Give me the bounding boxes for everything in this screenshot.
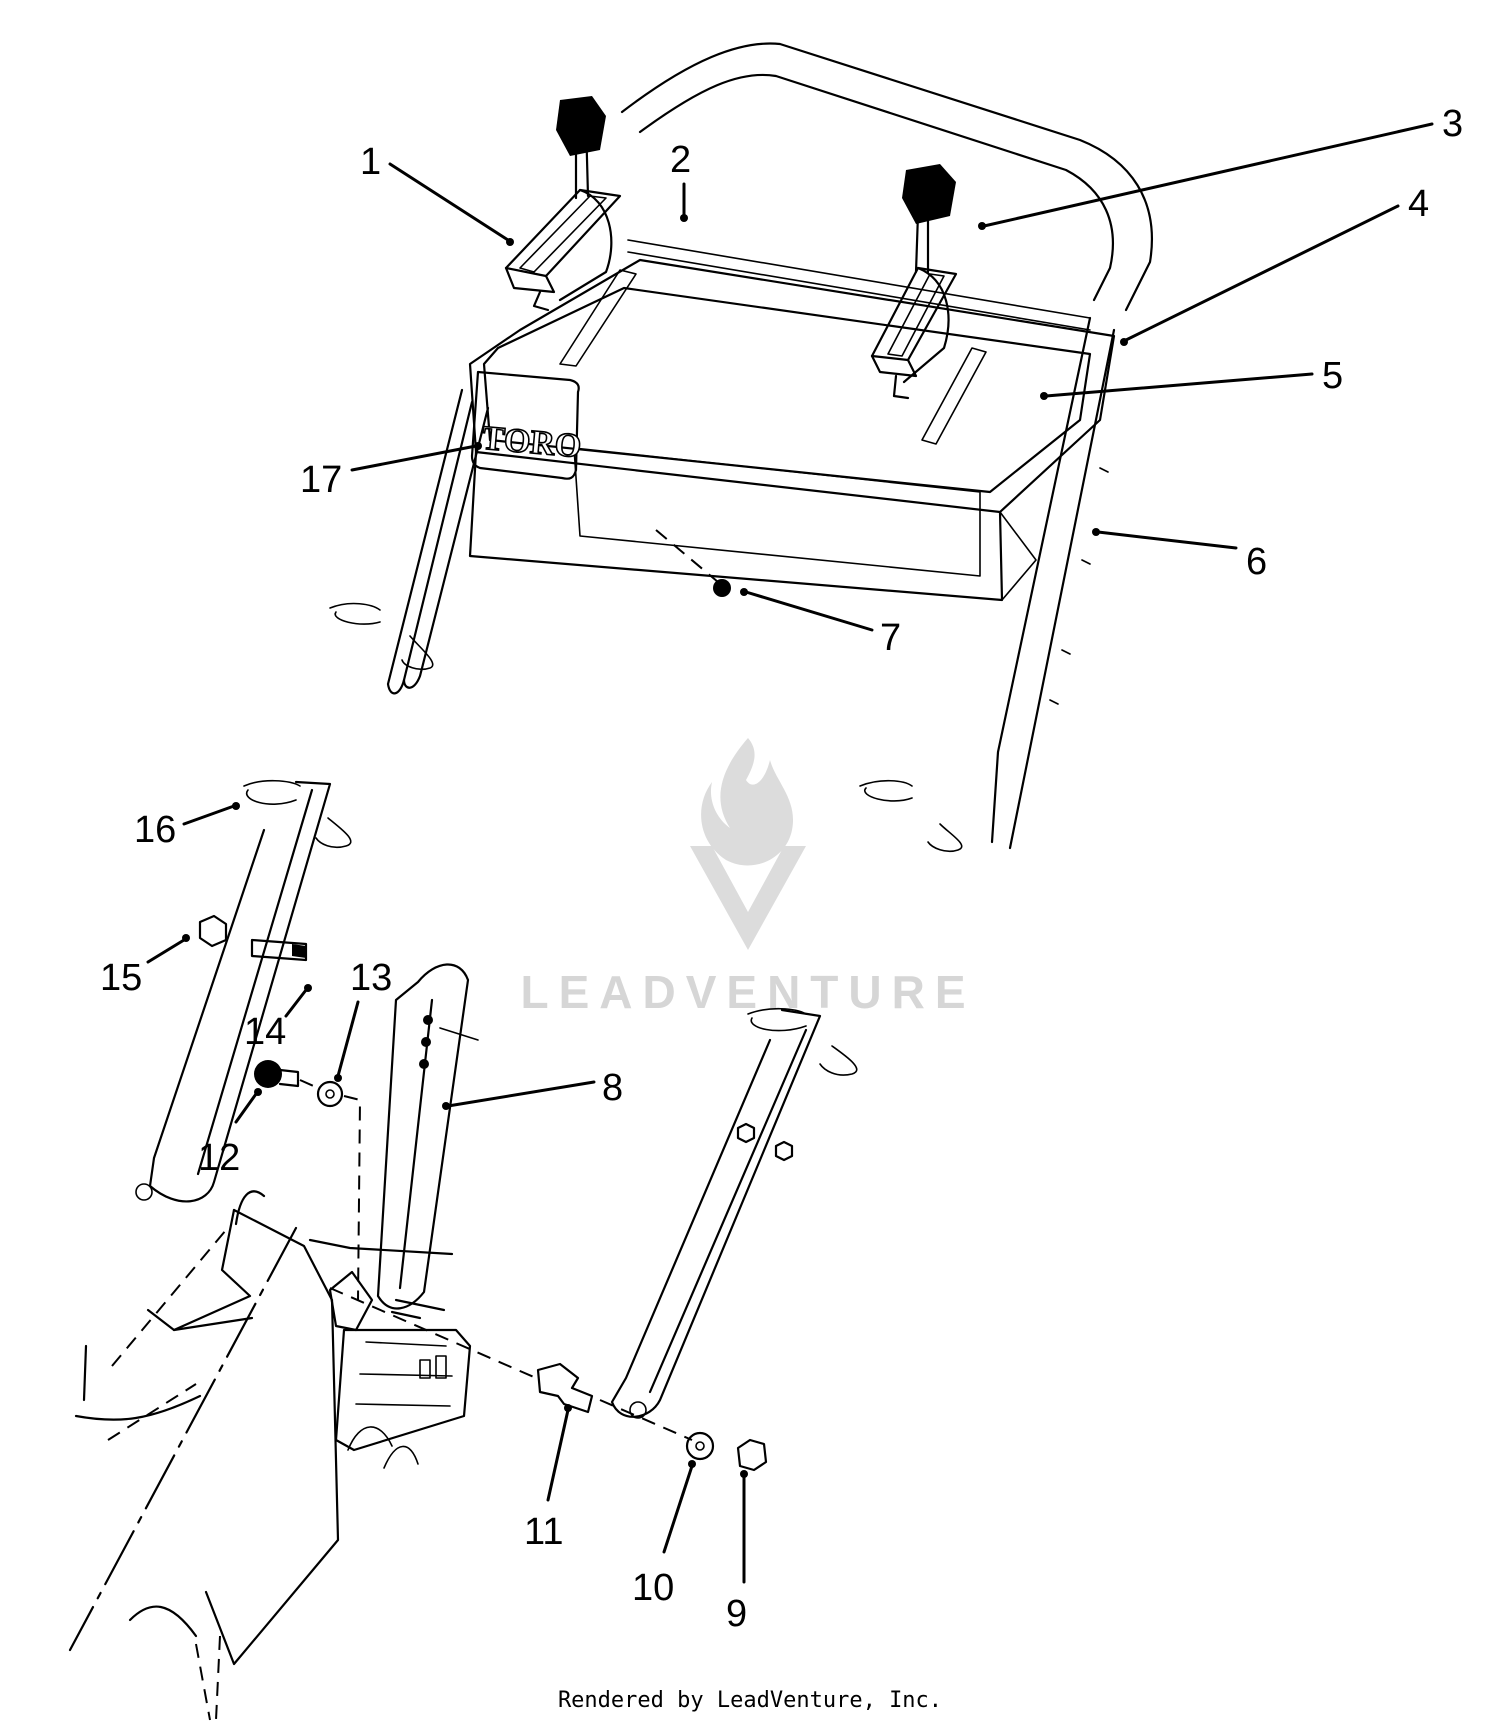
svg-text:7: 7 bbox=[880, 617, 901, 659]
callout-6: 6 bbox=[1092, 528, 1267, 583]
svg-text:6: 6 bbox=[1246, 541, 1267, 583]
callout-2: 2 bbox=[670, 139, 691, 222]
callout-16: 16 bbox=[134, 802, 240, 851]
callout-1: 1 bbox=[360, 141, 514, 246]
svg-text:17: 17 bbox=[300, 459, 342, 501]
svg-text:3: 3 bbox=[1442, 103, 1463, 145]
callout-3: 3 bbox=[978, 103, 1463, 230]
svg-text:9: 9 bbox=[726, 1593, 747, 1635]
right-control-lever bbox=[870, 164, 958, 400]
watermark: LEADVENTURE bbox=[520, 738, 975, 1018]
svg-text:8: 8 bbox=[602, 1067, 623, 1109]
svg-text:4: 4 bbox=[1408, 183, 1429, 225]
svg-text:11: 11 bbox=[524, 1511, 563, 1553]
watermark-text: LEADVENTURE bbox=[520, 966, 975, 1018]
callout-11: 11 bbox=[524, 1404, 572, 1553]
callout-7: 7 bbox=[740, 588, 901, 659]
svg-text:15: 15 bbox=[100, 957, 142, 999]
svg-text:10: 10 bbox=[632, 1567, 674, 1609]
svg-text:1: 1 bbox=[360, 141, 381, 183]
toro-logo-decal: TORO bbox=[470, 370, 584, 480]
upper-handle-assembly: TORO bbox=[329, 42, 1153, 853]
svg-text:5: 5 bbox=[1322, 355, 1343, 397]
watermark-v-icon bbox=[690, 846, 806, 950]
left-control-lever bbox=[504, 96, 622, 312]
callout-17: 17 bbox=[300, 442, 482, 501]
callout-8: 8 bbox=[442, 1067, 623, 1110]
callout-10: 10 bbox=[632, 1460, 696, 1609]
svg-text:14: 14 bbox=[244, 1011, 286, 1053]
callout-15: 15 bbox=[100, 934, 190, 999]
callout-4: 4 bbox=[1120, 183, 1429, 346]
callout-13: 13 bbox=[334, 957, 392, 1082]
svg-text:2: 2 bbox=[670, 139, 691, 181]
callout-9: 9 bbox=[726, 1470, 748, 1635]
toro-logo-text: TORO bbox=[480, 420, 582, 466]
footer-credit: Rendered by LeadVenture, Inc. bbox=[557, 1688, 943, 1713]
callouts: 1 2 3 4 5 6 7 8 bbox=[100, 103, 1463, 1635]
svg-text:16: 16 bbox=[134, 809, 176, 851]
callout-12: 12 bbox=[198, 1088, 262, 1179]
watermark-flame-icon bbox=[701, 738, 794, 866]
svg-text:13: 13 bbox=[350, 957, 392, 999]
lower-handle-assembly bbox=[68, 779, 858, 1721]
callout-5: 5 bbox=[1040, 355, 1343, 400]
svg-text:12: 12 bbox=[198, 1137, 240, 1179]
callout-14: 14 bbox=[244, 984, 312, 1053]
